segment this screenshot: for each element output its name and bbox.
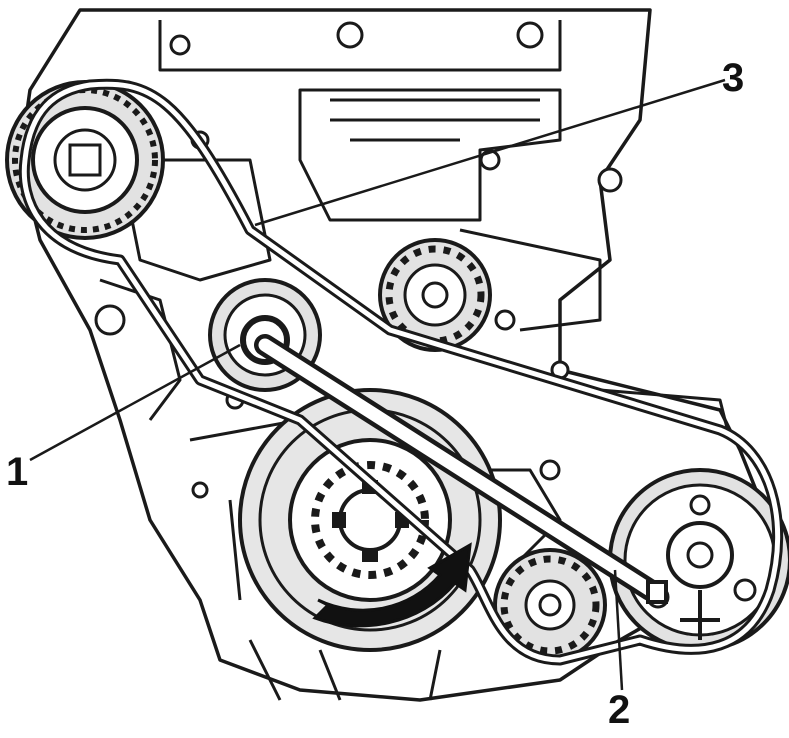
leader-lines bbox=[29, 78, 726, 691]
callout-label-3: 3 bbox=[722, 56, 745, 100]
drive-belt bbox=[18, 78, 784, 666]
leader-line-2 bbox=[613, 569, 624, 691]
callout-label-2: 2 bbox=[608, 688, 631, 732]
lower-idler-pulley bbox=[493, 548, 607, 662]
leader-line-3 bbox=[254, 78, 726, 227]
callout-label-1: 1 bbox=[6, 450, 29, 494]
leader-line-1 bbox=[29, 343, 241, 462]
rotation-direction-arrow bbox=[312, 542, 472, 628]
camshaft-sprocket bbox=[5, 80, 165, 240]
water-pump-pulley bbox=[608, 468, 789, 652]
tensioner-tool-bar bbox=[254, 334, 668, 604]
upper-idler-pulley bbox=[378, 238, 492, 352]
